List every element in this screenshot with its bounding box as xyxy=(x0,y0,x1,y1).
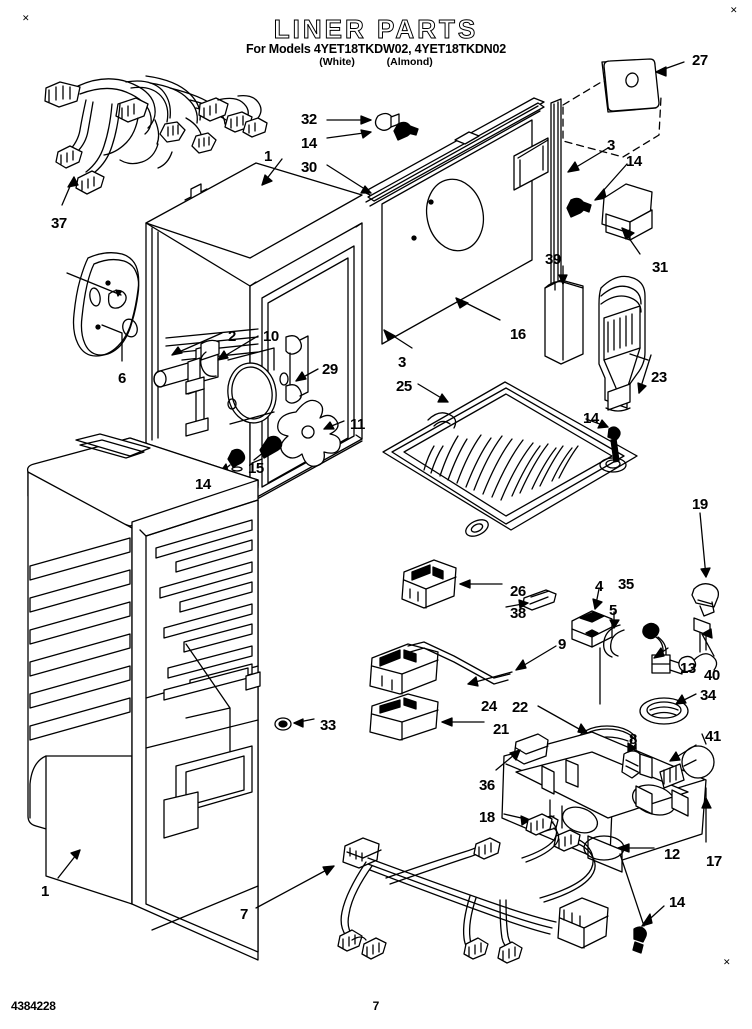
callout-1: 1 xyxy=(41,883,49,900)
rear-cover-bracket xyxy=(563,59,684,157)
callout-14: 14 xyxy=(195,476,211,493)
callout-27: 27 xyxy=(692,52,708,69)
callout-12: 12 xyxy=(664,846,680,863)
callout-30: 30 xyxy=(301,159,317,176)
callout-25: 25 xyxy=(396,378,412,395)
wire-harness-lower xyxy=(256,814,664,963)
callout-38: 38 xyxy=(510,605,526,622)
page-title: LINER PARTS xyxy=(273,14,479,45)
callout-9: 9 xyxy=(558,636,566,653)
clip-19 xyxy=(692,513,718,616)
callout-33: 33 xyxy=(320,717,336,734)
callout-14: 14 xyxy=(583,410,599,427)
callout-15: 15 xyxy=(248,460,264,477)
callout-6: 6 xyxy=(118,370,126,387)
variant-almond: (Almond) xyxy=(386,56,433,68)
registration-mark-icon: ✕ xyxy=(723,957,731,967)
callout-35: 35 xyxy=(618,576,634,593)
callout-13: 13 xyxy=(680,660,696,677)
callout-1: 1 xyxy=(264,148,272,165)
callout-19: 19 xyxy=(692,496,708,513)
callout-32: 32 xyxy=(301,111,317,128)
rear-liner-panel xyxy=(382,120,532,348)
callout-8: 8 xyxy=(629,731,637,748)
connector-26 xyxy=(402,560,556,610)
registration-mark-icon: ✕ xyxy=(22,13,30,23)
callout-16: 16 xyxy=(510,326,526,343)
thermostat-group xyxy=(572,589,717,724)
callout-37: 37 xyxy=(51,215,67,232)
callout-7: 7 xyxy=(240,906,248,923)
callout-23: 23 xyxy=(651,369,667,386)
publication-number: 4384228 xyxy=(11,999,56,1013)
callout-26: 26 xyxy=(510,583,526,600)
callout-41: 41 xyxy=(705,728,721,745)
callout-14: 14 xyxy=(669,894,685,911)
callout-31: 31 xyxy=(652,259,668,276)
column-cover-39 xyxy=(545,266,583,364)
callout-18: 18 xyxy=(479,809,495,826)
callout-2: 2 xyxy=(228,328,236,345)
callout-21: 21 xyxy=(493,721,509,738)
callout-34: 34 xyxy=(700,687,716,704)
wire-harness-upper xyxy=(45,76,267,205)
air-duct-23 xyxy=(599,276,651,411)
callout-39: 39 xyxy=(545,251,561,268)
callout-4: 4 xyxy=(595,578,603,595)
model-subtitle: For Models 4YET18TKDW02, 4YET18TKDN02 xyxy=(245,42,507,56)
light-shield-31 xyxy=(602,184,652,254)
connector-block-group xyxy=(370,642,588,740)
liner-trim-rail xyxy=(327,98,544,206)
registration-mark-icon: ✕ xyxy=(730,5,738,15)
callout-3: 3 xyxy=(398,354,406,371)
callout-5: 5 xyxy=(609,602,617,619)
callout-22: 22 xyxy=(512,699,528,716)
drain-pan-25 xyxy=(383,382,637,540)
callout-10: 10 xyxy=(263,328,279,345)
callout-14: 14 xyxy=(301,135,317,152)
callout-36: 36 xyxy=(479,777,495,794)
variant-white: (White) xyxy=(319,56,355,68)
callout-29: 29 xyxy=(322,361,338,378)
callout-11: 11 xyxy=(350,416,365,433)
callout-14: 14 xyxy=(626,153,642,170)
main-liner-body xyxy=(28,434,314,960)
finish-variants: (White) (Almond) xyxy=(0,56,752,68)
page-number: 7 xyxy=(372,999,380,1013)
vertical-post xyxy=(514,99,627,303)
callout-40: 40 xyxy=(704,667,720,684)
callout-17: 17 xyxy=(706,853,722,870)
base-pan-12 xyxy=(496,732,714,872)
callout-3: 3 xyxy=(607,137,615,154)
callout-24: 24 xyxy=(481,698,497,715)
